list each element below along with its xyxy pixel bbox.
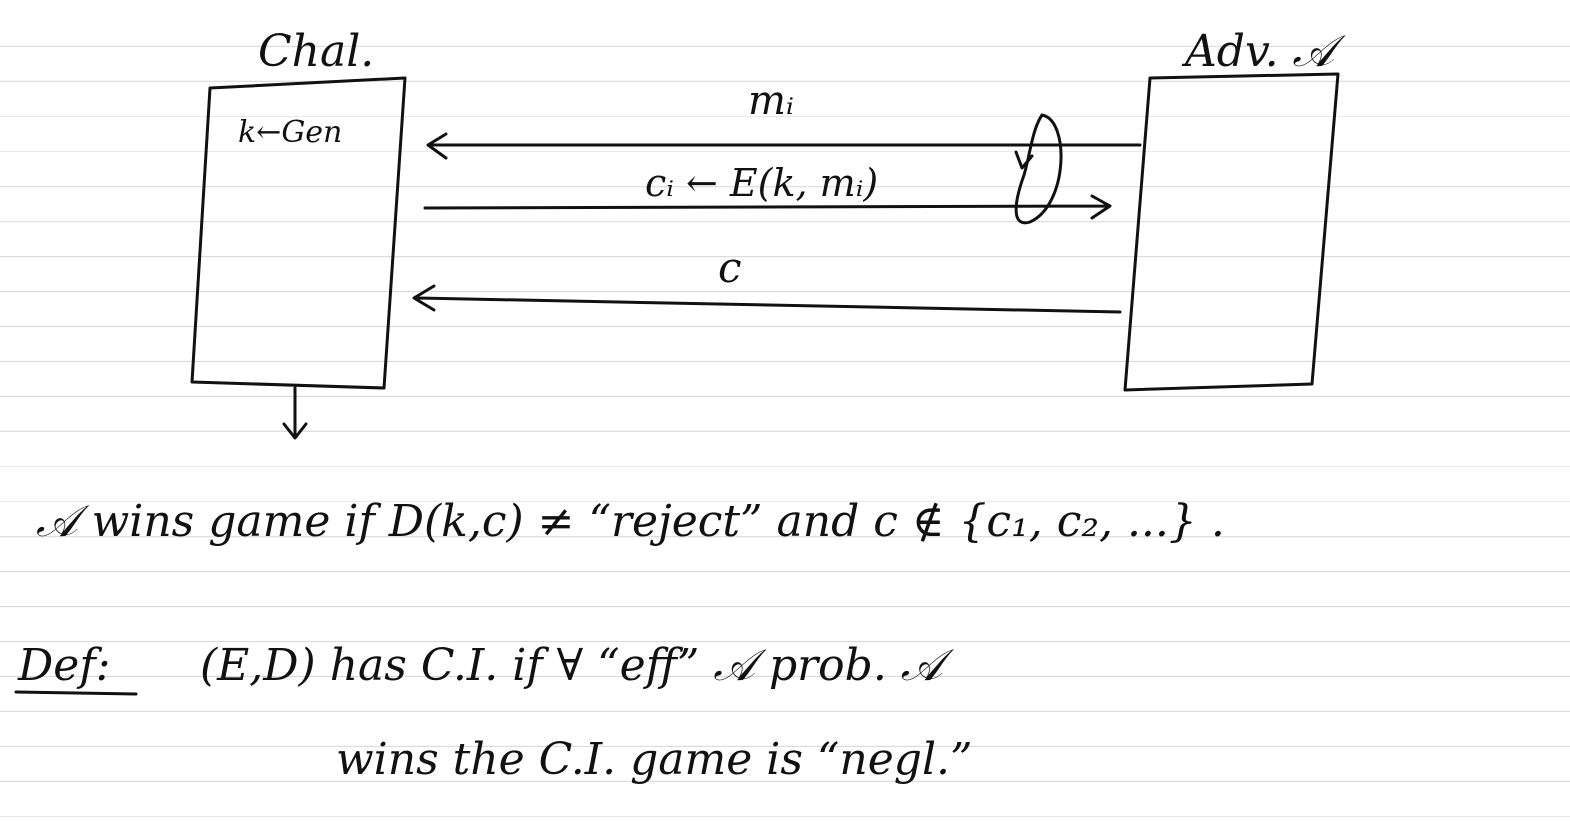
message-response-label: cᵢ ← E(k, mᵢ) [645,161,878,205]
win-condition-text: 𝒜 wins game if D(k,c) ≠ “reject” and c ∉… [36,496,1225,547]
forgery-arrow [412,284,1122,314]
definition-underline [14,690,138,696]
challenger-box [190,76,407,390]
repeat-loop-icon [1014,113,1063,225]
adversary-box [1123,72,1340,392]
definition-line-2: wins the C.I. game is “negl.” [336,734,973,785]
response-arrow [423,194,1112,220]
adversary-label: Adv. 𝒜 [1181,26,1347,77]
challenger-output-arrow [282,386,308,440]
message-query-label: mᵢ [748,78,794,124]
message-forgery-label: c [718,243,742,292]
query-arrow [426,132,1142,160]
definition-label: Def: [17,640,110,691]
definition-line-1: (E,D) has C.I. if ∀ “eff” 𝒜 prob. 𝒜 [200,640,955,691]
challenger-label: Chal. [258,26,374,77]
key-gen-text: k←Gen [238,115,342,150]
